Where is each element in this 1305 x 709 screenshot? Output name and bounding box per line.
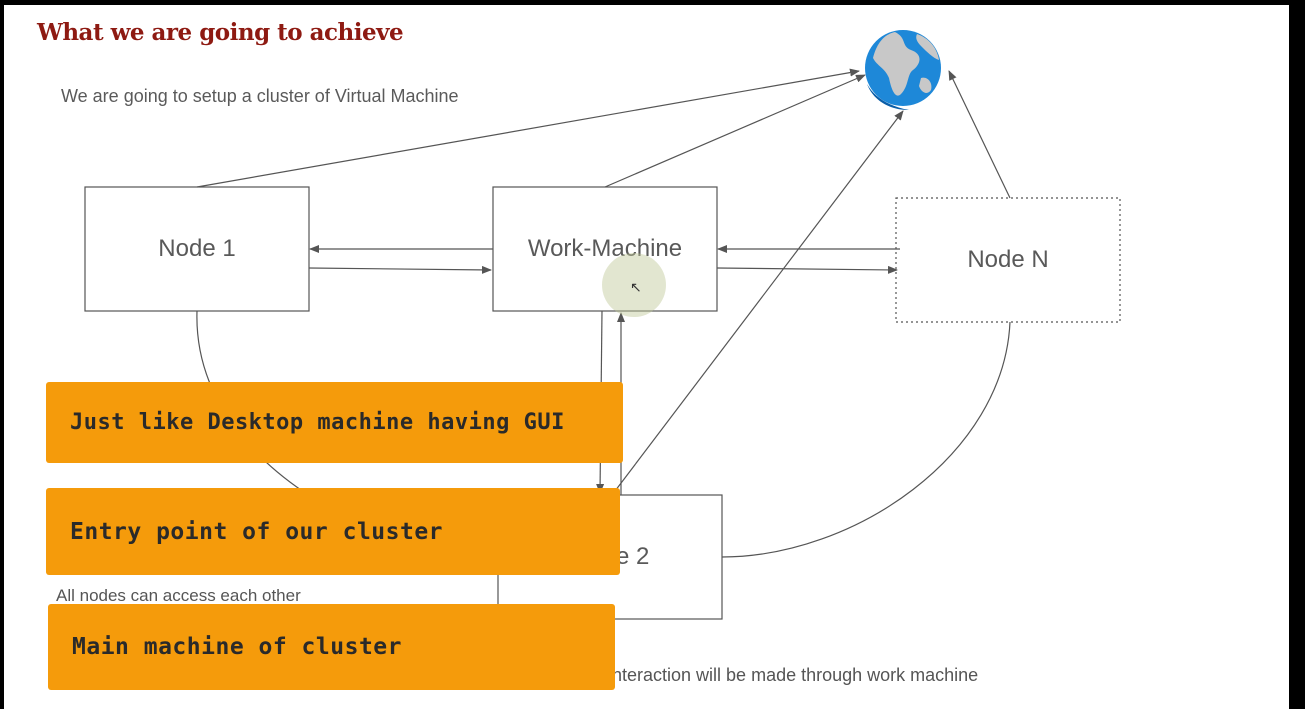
node1-box xyxy=(84,186,310,312)
edge-node1-work xyxy=(308,265,492,274)
curve-noden-node2 xyxy=(721,321,1011,558)
node1-label: Node 1 xyxy=(158,235,236,262)
banner-gui: Just like Desktop machine having GUI xyxy=(46,382,623,463)
slide-subtitle: We are going to setup a cluster of Virtu… xyxy=(61,86,459,106)
globe-icon xyxy=(865,30,941,110)
node2-label: e 2 xyxy=(616,543,650,570)
edge-work-noden xyxy=(716,265,898,274)
edge-node2-internet xyxy=(611,110,904,496)
slide: What we are going to achieve We are goin… xyxy=(4,5,1289,709)
cursor-highlight xyxy=(602,253,666,317)
interaction-note: nteraction will be made through work mac… xyxy=(612,665,979,685)
banner-main: Main machine of cluster xyxy=(48,604,615,690)
access-note: All nodes can access each other xyxy=(56,586,301,605)
slide-title: What we are going to achieve xyxy=(37,19,404,46)
edge-node1-internet xyxy=(196,68,860,188)
cursor-icon: ↖ xyxy=(630,279,642,295)
node-n-box xyxy=(895,197,1121,323)
work-machine-label: Work-Machine xyxy=(527,235,683,262)
edge-noden-internet xyxy=(948,70,1011,199)
banner-entry: Entry point of our cluster xyxy=(46,488,620,575)
node-n-label: Node N xyxy=(967,246,1049,273)
edge-work-internet xyxy=(604,74,866,188)
